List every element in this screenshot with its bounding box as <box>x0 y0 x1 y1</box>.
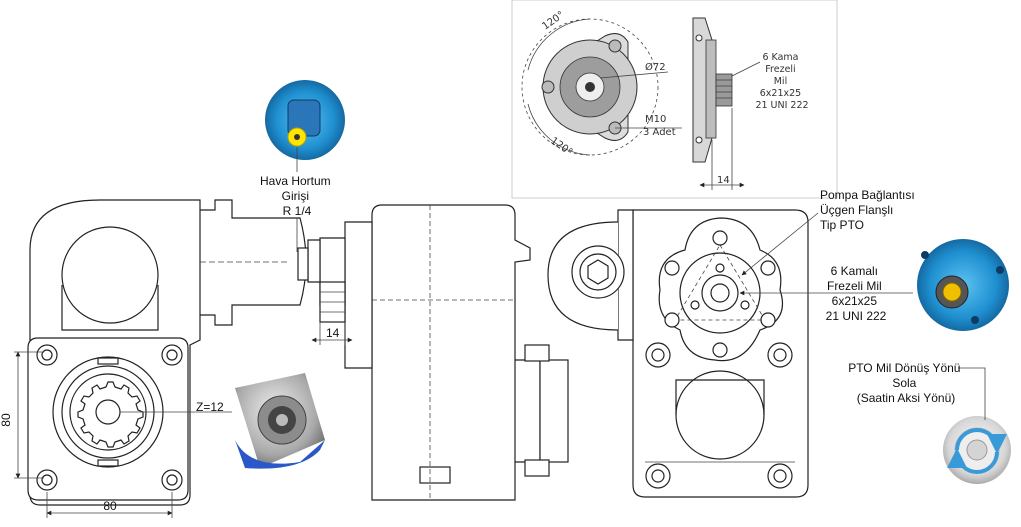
side-width-dim: 14 <box>717 175 730 186</box>
right-front-view <box>547 209 809 498</box>
side-shaft-line-5: 21 UNI 222 <box>755 100 808 111</box>
svg-text:PTO Mil Dönüş Yönü Sola: PTO Mil Dönüş Yönü Sola (Saatin Aksi Yön… <box>848 361 964 405</box>
pump-connection-line-3: Tip PTO <box>820 218 864 232</box>
side-shaft-label: 6 Kama Frezeli Mil 6x21x25 21 UNI 222 <box>755 52 808 111</box>
rotation-line-2: Sola <box>892 376 916 390</box>
detail-view: 120° 120° Ø72 M10 3 Adet 6 Kama Frezeli … <box>511 0 838 199</box>
teeth-count-label: Z=12 <box>196 400 224 414</box>
spline-shaft-callout: 6 Kamalı Frezeli Mil 6x21x25 21 UNI 222 <box>739 264 913 323</box>
air-inlet-photo <box>265 80 345 160</box>
middle-side-view <box>297 204 569 501</box>
side-shaft-line-4: 6x21x25 <box>760 88 801 99</box>
spline-shaft-line-3: 6x21x25 <box>832 294 878 308</box>
side-shaft-line-1: 6 Kama <box>762 52 798 63</box>
spline-photo <box>917 239 1009 331</box>
pump-connection-line-1: Pompa Bağlantısı <box>820 188 915 202</box>
triangular-flange <box>521 18 659 156</box>
flange-side-view <box>692 17 733 163</box>
spline-shaft-line-4: 21 UNI 222 <box>826 309 887 323</box>
bolt-count-label: 3 Adet <box>643 127 676 138</box>
rotation-callout: PTO Mil Dönüş Yönü Sola (Saatin Aksi Yön… <box>848 361 986 420</box>
side-shaft-line-3: Mil <box>774 76 787 87</box>
air-inlet-line-3: R 1/4 <box>283 204 312 218</box>
rotation-line-1: PTO Mil Dönüş Yönü <box>848 361 960 375</box>
shaft-length-value: 14 <box>326 326 340 340</box>
svg-text:6 Kamalı Frezeli Mil: 6 Kamalı Frezeli Mil 6x21x25 21 UNI 222 <box>826 264 887 323</box>
left-front-view <box>27 199 307 506</box>
width-dimension: 80 <box>103 499 117 513</box>
air-inlet-callout: Hava Hortum Girişi R 1/4 <box>260 147 334 252</box>
rotation-line-3: (Saatin Aksi Yönü) <box>857 391 956 405</box>
pump-connection-callout: Pompa Bağlantısı Üçgen Flanşlı Tip PTO <box>741 188 918 276</box>
diameter-label: Ø72 <box>645 61 666 73</box>
spline-shaft-line-2: Frezeli Mil <box>827 279 882 293</box>
shaft-length-dim: 14 <box>311 322 353 345</box>
side-shaft-line-2: Frezeli <box>765 64 795 75</box>
air-inlet-line-2: Girişi <box>282 189 309 203</box>
left-dimensions: 80 80 Z=12 <box>0 351 238 518</box>
pump-connection-line-2: Üçgen Flanşlı <box>820 203 893 217</box>
height-dimension: 80 <box>0 413 13 427</box>
air-inlet-line-1: Hava Hortum <box>260 174 331 188</box>
spline-shaft-line-1: 6 Kamalı <box>831 264 878 278</box>
rotation-direction-icon <box>943 416 1011 484</box>
shaft-photo <box>232 373 325 469</box>
bolt-size-label: M10 <box>645 114 666 125</box>
svg-text:Pompa Bağlantısı Üçgen F: Pompa Bağlantısı Üçgen Flanşlı Tip PTO <box>820 188 918 232</box>
svg-text:Hava Hortum Girişi: Hava Hortum Girişi R 1/4 <box>260 174 334 218</box>
